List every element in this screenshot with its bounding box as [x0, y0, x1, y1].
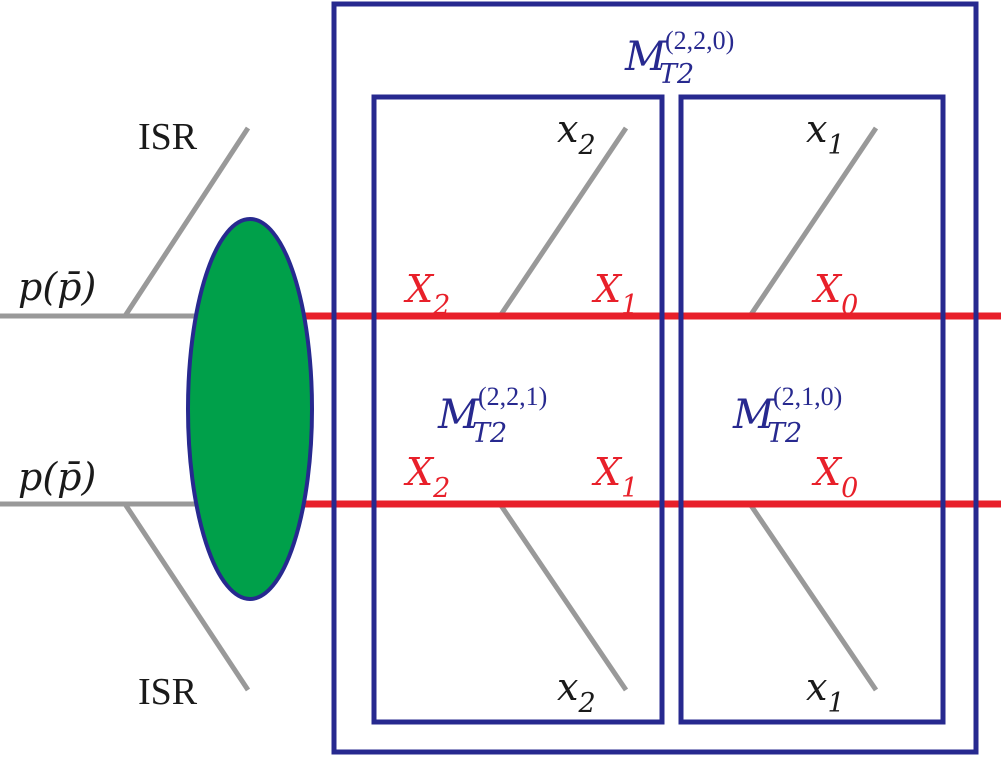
- beam-label-top: p(p̄): [18, 265, 97, 309]
- x2-label-bottom: x2: [557, 665, 596, 719]
- mt2-label-220: M (2,2,0) T2: [625, 26, 735, 90]
- X1-label-top: X1: [594, 267, 639, 321]
- X0-label-bottom: X0: [814, 450, 859, 504]
- X0-label-top: X0: [814, 267, 859, 321]
- isr-label-top: ISR: [138, 116, 198, 158]
- outer-box: [331, 1, 979, 755]
- x1-label-top: x1: [806, 107, 845, 161]
- x1-line-bottom: [747, 502, 879, 692]
- mt2-label-210: M (2,1,0) T2: [733, 382, 843, 449]
- mt2-label-221: M (2,2,1) T2: [438, 382, 548, 449]
- heavy-particle-lines: [300, 312, 1001, 508]
- x2-line-top: [497, 126, 629, 318]
- isr-label-bottom: ISR: [138, 671, 198, 713]
- x1-line-top: [747, 126, 879, 318]
- left-inner-box: [371, 94, 665, 725]
- X2-label-top: X2: [406, 267, 451, 321]
- beam-lines: [0, 126, 879, 692]
- x1-label-bottom: x1: [806, 665, 845, 719]
- X2-label-bottom: X2: [406, 450, 451, 504]
- x2-label-top: x2: [557, 107, 596, 161]
- interaction-blob: [186, 217, 314, 601]
- isr-line-bottom: [122, 502, 251, 692]
- X1-label-bottom: X1: [594, 450, 639, 504]
- beam-label-bottom: p(p̄): [18, 455, 97, 499]
- right-inner-box: [678, 94, 946, 725]
- isr-line-top: [122, 126, 251, 318]
- x2-line-bottom: [497, 502, 629, 692]
- mt2-boxes: [331, 1, 979, 755]
